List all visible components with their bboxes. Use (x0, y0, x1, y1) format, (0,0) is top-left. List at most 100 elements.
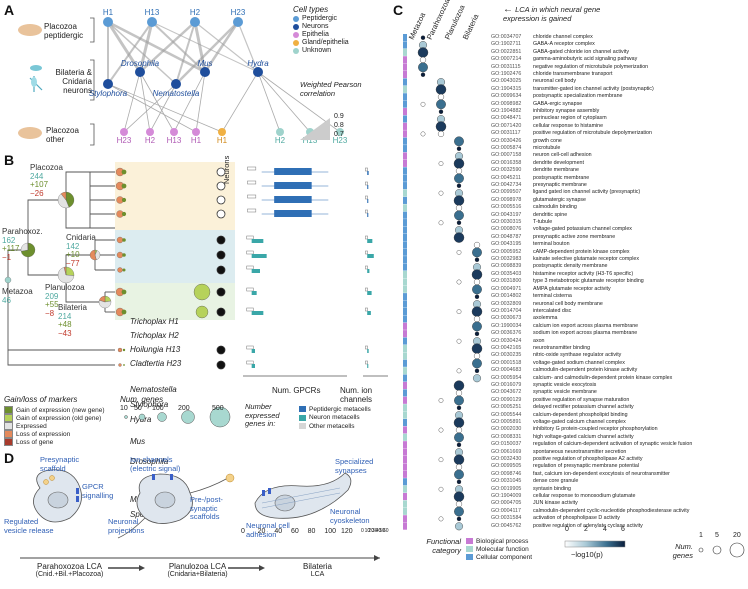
enrichment-dot (454, 469, 464, 480)
lca-name: Planulozoa LCA (168, 562, 227, 571)
go-term-name: GABA-ergic synapse (533, 100, 583, 107)
go-term-name: postsynaptic density membrane (533, 263, 608, 270)
planulozoa-pie (65, 266, 75, 276)
go-term-id: GO:0005516 (491, 204, 522, 211)
enrichment-dot (455, 167, 463, 175)
correlation-legend-values: 0.9 0.8 0.7 (334, 112, 344, 139)
numgenes-value: 10 (120, 405, 128, 412)
go-term-id: GO:0071420 (491, 122, 522, 129)
go-term-id: GO:1904009 (491, 492, 522, 499)
enrichment-dot (474, 294, 480, 300)
category-legend-item: Biological process (466, 537, 532, 545)
other-node-label: H23 (333, 136, 348, 145)
ion-box (367, 239, 373, 243)
gain-legend-swatch (4, 438, 13, 446)
enrichment-dot (455, 463, 463, 471)
enrichment-dot (453, 417, 465, 428)
enrichment-dot (453, 195, 465, 206)
pvalue-label: −log10(p) (571, 550, 603, 559)
lca-note-text: LCA in which neural gene expression is g… (503, 5, 601, 23)
go-term-name: intercalated disc (533, 307, 572, 314)
panel-a-label: A (4, 2, 15, 18)
gpcr-box-neuron (251, 254, 267, 258)
go-term-id: GO:1990034 (491, 322, 522, 329)
go-term-name: neuronal cell body (533, 78, 576, 85)
tree-node-loss: −77 (66, 258, 80, 268)
other-node-label: H13 (303, 136, 318, 145)
expr-legend-item: Other metacells (299, 422, 394, 431)
species-small-pie-gain (123, 364, 125, 366)
gain-legend-swatch (4, 422, 13, 430)
panel-c-dots (403, 34, 483, 531)
go-term-name: transmitter-gated ion channel activity (… (533, 85, 654, 92)
other-node-label: H13 (167, 136, 182, 145)
category-strip (403, 233, 407, 241)
go-term-name: terminal bouton (533, 241, 570, 248)
corr-value: 0.7 (334, 131, 344, 138)
species-pie (193, 283, 211, 301)
go-term-id: GO:0022851 (491, 48, 522, 55)
gpcr-tick: 80 (307, 528, 316, 535)
go-term-name: gamma-aminobutyric acid signaling pathwa… (533, 56, 638, 63)
peptidergic-node-label: H1 (103, 8, 114, 17)
enrichment-dot (455, 426, 463, 434)
scale-tick: 0 (565, 526, 569, 533)
enrichment-dot (438, 190, 444, 196)
category-strip (403, 441, 407, 449)
other-node (336, 128, 344, 136)
category-strip (403, 515, 407, 523)
ion-tick: 20 (368, 528, 374, 534)
enrichment-dot (456, 279, 462, 285)
gpcr-box-peptidergic (274, 182, 312, 189)
neuron-node (135, 67, 145, 77)
species-small-pie-gain (121, 289, 127, 295)
celltype-legend-label: Gland/epithelia (302, 39, 349, 46)
go-term-id: GO:0030426 (491, 137, 522, 144)
tree-node-gain: +107 (30, 180, 49, 189)
ion-axis-label: Num. ion channels (340, 386, 373, 404)
numgenes-tick: 20 (733, 532, 741, 539)
category-strip (403, 455, 407, 464)
numgenes-c-circles (698, 542, 745, 558)
go-term-id: GO:0043197 (491, 211, 522, 218)
bilateria-cnidaria-icon (29, 65, 43, 92)
celltype-dot (293, 48, 299, 54)
category-strip (403, 130, 407, 138)
category-strip (403, 100, 407, 108)
cell3-label-cytoskeleton: Neuronal cyoskeleton (330, 507, 370, 525)
go-term-id: GO:0016358 (491, 159, 522, 166)
go-term-id: GO:0090129 (491, 396, 522, 403)
celltype-dot (293, 16, 299, 22)
lca-sub: (Cnid.+Bil.+Placozoa) (35, 571, 104, 578)
peptidergic-node-label: H2 (190, 8, 201, 17)
go-term-id: GO:0001518 (491, 359, 522, 366)
gain-loss-legend: Gain/loss of markers Gain of expression … (4, 395, 114, 446)
go-term-name: calmodulin binding (533, 204, 577, 211)
group-label-peptidergic: Placozoa peptidergic (44, 22, 84, 40)
tree-node-loss: −43 (58, 328, 72, 338)
neuron-indicator (216, 265, 226, 275)
category-strip (403, 337, 407, 345)
category-strip (403, 374, 407, 382)
enrichment-dot (453, 491, 465, 502)
neuron-indicator (216, 345, 226, 355)
scale-tick: 6 (621, 526, 625, 533)
gpcr-tick: 0 (241, 528, 245, 535)
enrichment-dot (473, 241, 481, 249)
category-strip (403, 159, 407, 167)
enrichment-dot (437, 130, 445, 138)
go-term-id: GO:0048787 (491, 233, 522, 240)
species-label: Drosophila (130, 457, 169, 466)
category-strip (403, 448, 407, 456)
enrichment-dot (436, 99, 446, 110)
neuron-cell-2 (117, 473, 235, 539)
enrichment-dot (438, 457, 444, 463)
gain-legend-swatch (4, 406, 13, 414)
go-term-name: dense core granule (533, 478, 579, 485)
ion-box-other (365, 307, 368, 312)
panel-b-tree (4, 162, 388, 377)
go-term-name: calmodulin-dependent cyclic-nucleotide p… (533, 507, 690, 514)
ion-tick: 40 (375, 528, 382, 534)
panel-d-label: D (4, 450, 15, 466)
